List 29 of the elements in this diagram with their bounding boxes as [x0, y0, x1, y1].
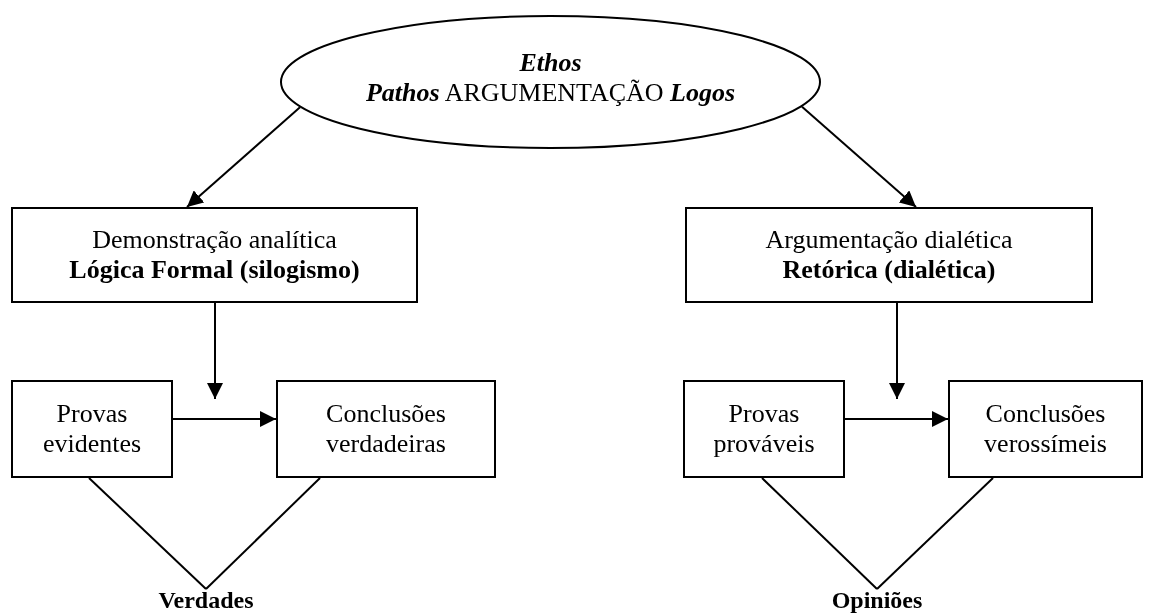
- outcome-label: Verdades: [158, 589, 254, 611]
- process-box: [11, 207, 418, 303]
- node-text: Demonstração analítica: [92, 225, 337, 255]
- connector-line: [88, 477, 207, 590]
- arrow: [186, 106, 301, 208]
- node-text: Argumentação dialética: [765, 225, 1013, 255]
- concept-ellipse: [280, 15, 821, 149]
- node-text: Provas evidentes: [41, 399, 143, 459]
- node-text: Retórica (dialética): [782, 255, 996, 285]
- process-box: [11, 380, 173, 478]
- node-text: Conclusões verossímeis: [983, 399, 1108, 459]
- node-text: Conclusões verdadeiras: [325, 399, 447, 459]
- arrow: [172, 411, 277, 427]
- connector-line: [205, 477, 321, 590]
- arrow: [889, 302, 905, 400]
- connector-line: [876, 477, 994, 590]
- arrow: [844, 411, 949, 427]
- process-box: [276, 380, 496, 478]
- outcome-label: Opiniões: [831, 589, 923, 611]
- node-text: Pathos ARGUMENTAÇÃO Logos: [365, 78, 736, 108]
- process-box: [685, 207, 1093, 303]
- node-text: Provas prováveis: [712, 399, 816, 459]
- process-box: [683, 380, 845, 478]
- connector-line: [761, 477, 878, 590]
- node-text: Lógica Formal (silogismo): [69, 255, 360, 285]
- process-box: [948, 380, 1143, 478]
- arrow: [801, 105, 917, 208]
- arrow: [207, 302, 223, 400]
- node-text: Ethos: [519, 48, 582, 78]
